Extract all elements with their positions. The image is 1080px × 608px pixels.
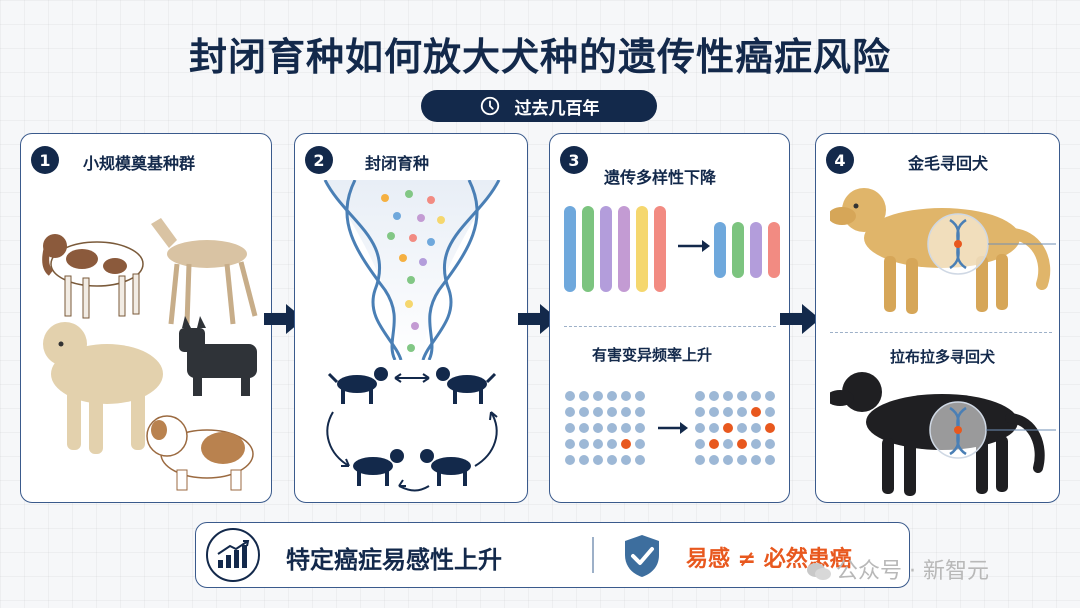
dog-silhouette-icon: [353, 449, 404, 486]
chromosome-bars-before: [564, 206, 666, 292]
wechat-icon: [806, 561, 832, 583]
labrador-retriever-illustration: [830, 372, 1056, 496]
flow-arrow-icon: [516, 302, 560, 336]
panel-title: 封闭育种: [365, 154, 430, 173]
flow-arrow-icon: [778, 302, 822, 336]
gene-dots: [381, 190, 445, 352]
inbreeding-cycle-illustration: [326, 367, 498, 492]
panel-title: 小规模奠基种群: [83, 154, 196, 173]
arrow-right-icon: [658, 422, 688, 434]
cycle-arrows-icon: [326, 373, 498, 492]
golden-retriever-illustration: [830, 188, 1056, 314]
shield-check-icon: [622, 533, 662, 579]
panel-title: 金毛寻回犬: [908, 154, 989, 173]
step-number: 4: [826, 146, 854, 174]
conclusion-bar: 特定癌症易感性上升 易感 ≠ 必然患癌: [195, 522, 910, 588]
dna-funnel-illustration: [323, 180, 501, 360]
step-number: 2: [305, 146, 333, 174]
founder-dogs-illustration: [42, 218, 258, 491]
step-number: 3: [560, 146, 588, 174]
watermark: 公众号 · 新智元: [806, 553, 989, 585]
dog-terrier-icon: [179, 316, 257, 396]
panel-subtitle: 有害变异频率上升: [592, 346, 713, 364]
dog-silhouette-icon: [436, 367, 497, 404]
growth-chart-icon: [206, 528, 260, 582]
timeline-label: 过去几百年: [514, 98, 600, 119]
dog-silhouette-icon: [327, 367, 388, 404]
panel-title: 遗传多样性下降: [604, 168, 717, 187]
panel-founder-population: 1 小规模奠基种群: [20, 133, 272, 503]
dog-greyhound-icon: [151, 218, 258, 325]
arrow-right-icon: [678, 240, 710, 252]
page-title: 封闭育种如何放大犬种的遗传性癌症风险: [188, 35, 891, 79]
panel-retriever-breeds: 4 金毛寻回犬 拉布拉多寻回犬: [815, 133, 1060, 503]
chromosome-bars-after: [714, 222, 780, 278]
dot-grid-after: [695, 391, 775, 465]
section-divider: [564, 326, 776, 327]
dna-helix-left-icon: [323, 180, 403, 360]
dog-spaniel-icon: [42, 234, 144, 319]
variant-frequency-illustration: [565, 391, 775, 465]
panel-closed-breeding: 2 封闭育种: [294, 133, 528, 503]
conclusion-text: 特定癌症易感性上升: [286, 546, 502, 574]
diversity-bars-illustration: [564, 206, 780, 292]
panel-diversity-loss: 3 遗传多样性下降 有害变异频率上升: [549, 133, 790, 503]
timeline-pill: 过去几百年: [421, 90, 657, 122]
clock-icon: [479, 95, 501, 117]
section-divider: [830, 332, 1052, 333]
dog-silhouette-icon: [420, 449, 471, 486]
dot-grid-before: [565, 391, 645, 465]
dog-bulldog-icon: [146, 415, 254, 491]
step-number: 1: [31, 146, 59, 174]
panel-subtitle: 拉布拉多寻回犬: [890, 348, 996, 366]
dna-helix-right-icon: [421, 180, 501, 360]
watermark-text: 公众号 · 新智元: [836, 559, 989, 584]
separator: [592, 537, 594, 573]
dog-doodle-icon: [43, 322, 163, 454]
